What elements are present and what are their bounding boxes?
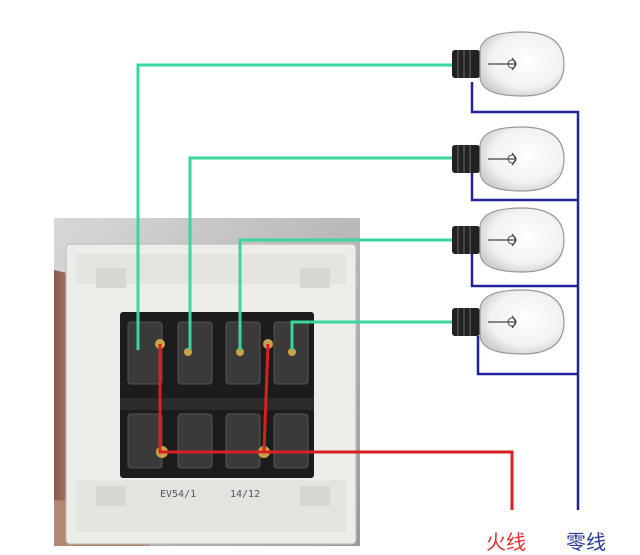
- bulb-1: [452, 31, 565, 97]
- live-wire: [158, 343, 514, 510]
- bulb-4: [452, 289, 565, 355]
- switch-wires: [136, 63, 456, 350]
- model-label-left: EV54/1: [160, 489, 196, 500]
- neutral-wire-label: 零线: [566, 530, 606, 554]
- switch-photo: EV54/1 14/12: [54, 218, 360, 546]
- model-label-right: 14/12: [230, 489, 260, 500]
- neutral-wire: [470, 82, 580, 510]
- live-wire-label: 火线: [486, 530, 526, 554]
- bulb-2: [452, 126, 565, 192]
- bulb-3: [452, 207, 565, 273]
